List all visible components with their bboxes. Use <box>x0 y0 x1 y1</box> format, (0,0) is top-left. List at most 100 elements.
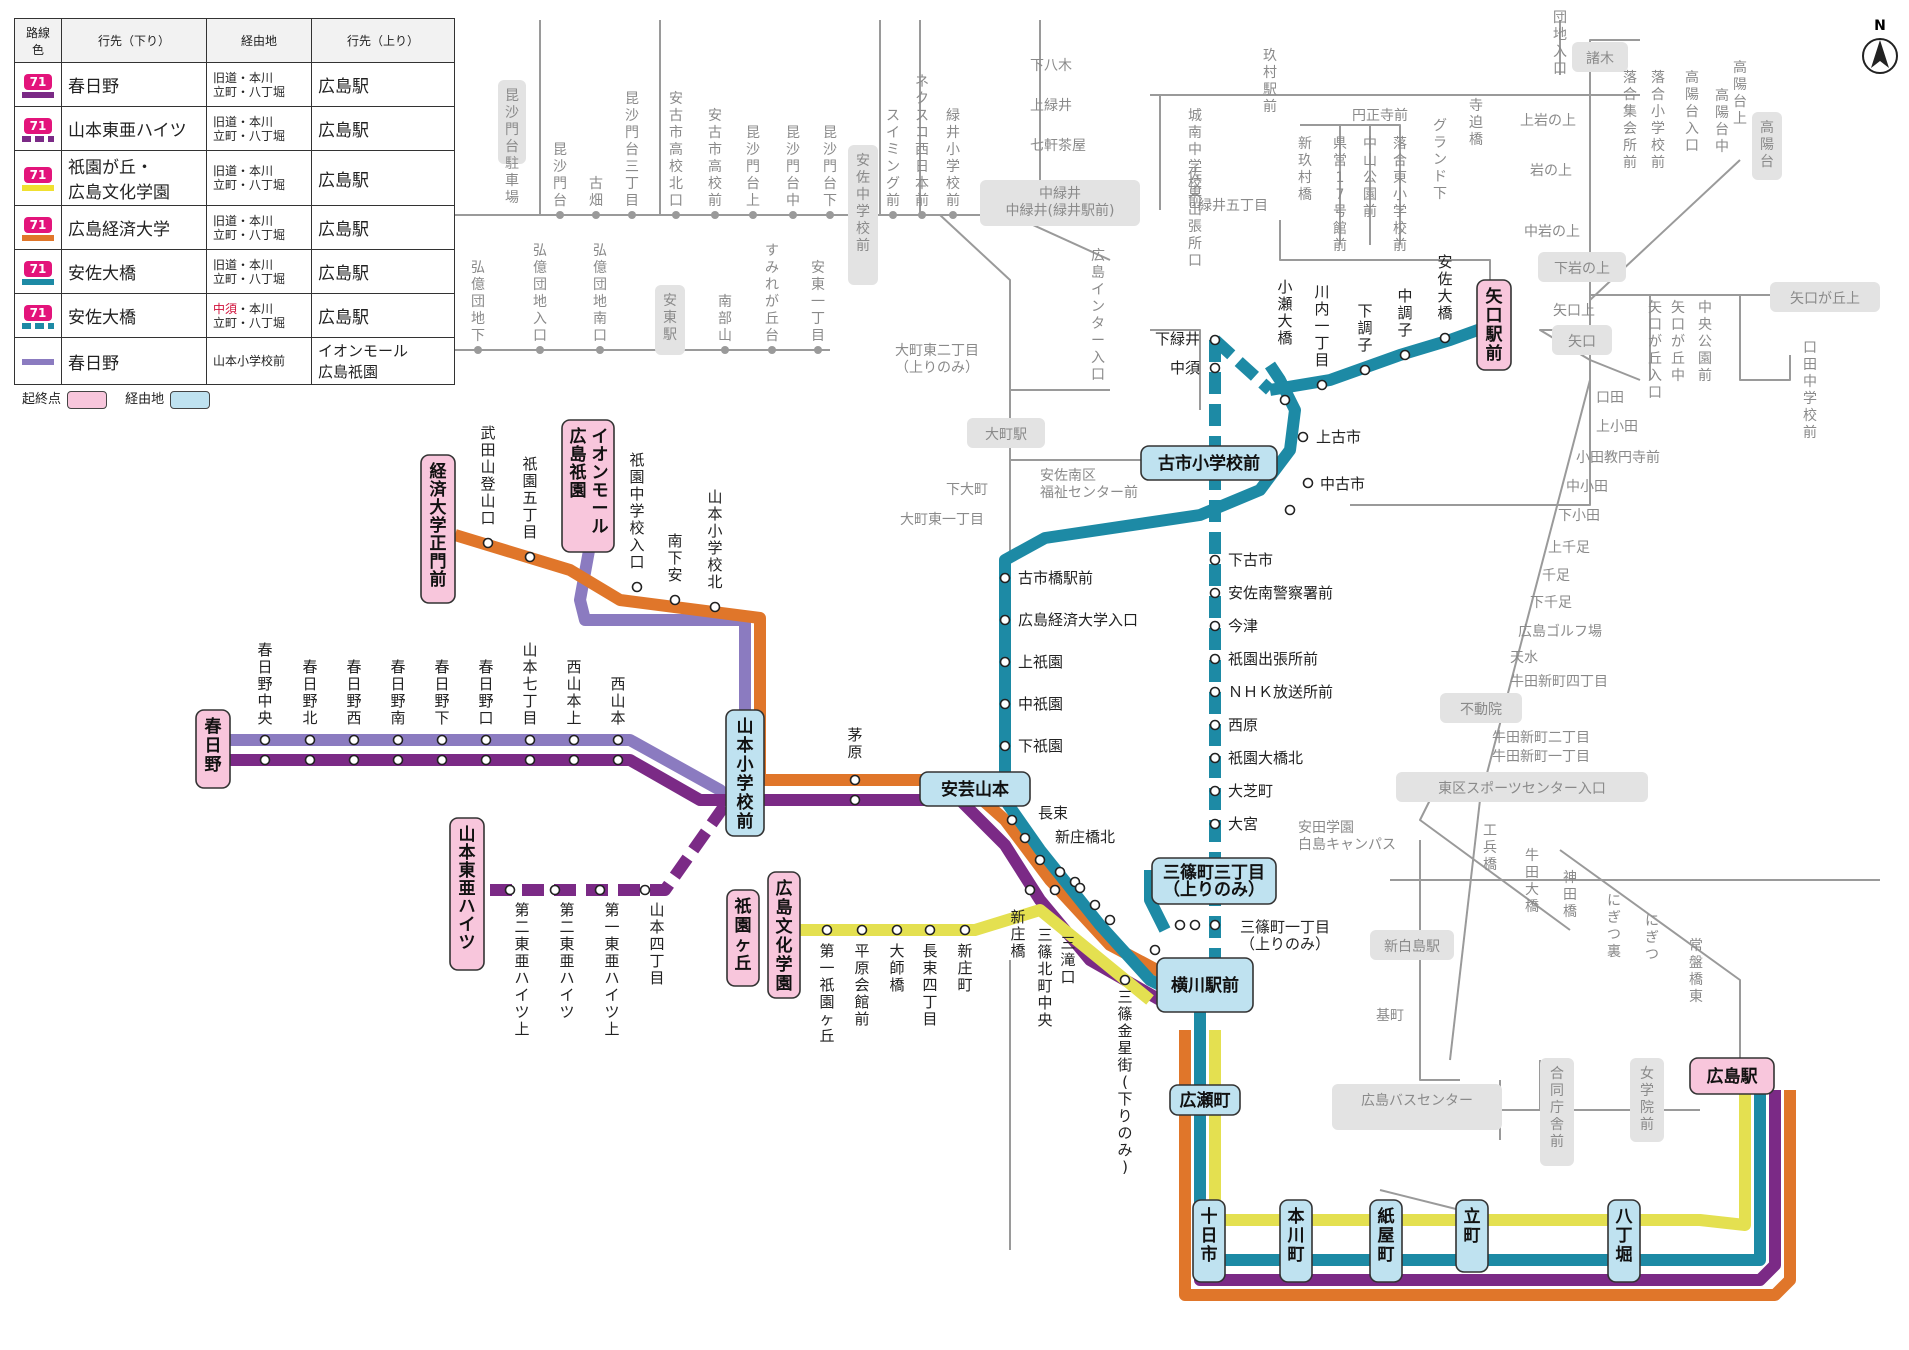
route-line-yellow <box>1209 1030 1751 1231</box>
legend-destination-up: 広島駅 <box>311 205 455 250</box>
stop-marker <box>709 601 721 613</box>
stop-marker <box>482 537 494 549</box>
stop-label: 三篠金星街(下りのみ) <box>1117 988 1132 1176</box>
context-stop-label: 下千足 <box>1530 595 1572 611</box>
context-stop-dot <box>672 211 680 219</box>
stop-label: 春日野下 <box>434 658 449 727</box>
stop-marker <box>1359 364 1371 376</box>
legend-via: 旧道・本川立町・八丁堀 <box>206 106 312 151</box>
stop-label: 西山本 <box>610 675 625 727</box>
context-stop-dot <box>789 211 797 219</box>
context-stop-dot <box>556 211 564 219</box>
context-stop-dot <box>949 211 957 219</box>
context-stop-dot <box>536 346 544 354</box>
hub-station-label: 八丁堀 <box>1616 1207 1634 1265</box>
stop-marker <box>1034 854 1046 866</box>
context-stop-dot <box>592 211 600 219</box>
context-stop-label: 下小田 <box>1558 508 1600 524</box>
legend-destination-up: 広島駅 <box>311 293 455 338</box>
context-station-label: 昆沙門台駐車場 <box>505 88 519 206</box>
context-stop-label: 緑井五丁目 <box>1198 198 1268 214</box>
stop-label: 三篠北町中央 <box>1037 926 1052 1029</box>
legend-via: 旧道・本川立町・八丁堀 <box>206 150 312 206</box>
stop-marker <box>1209 362 1221 374</box>
legend-swatch: 71 <box>14 62 62 107</box>
stop-label: 祇園五丁目 <box>522 455 537 541</box>
hub-station-box <box>1476 279 1512 371</box>
context-station-label: 合同庁舎前 <box>1550 1066 1564 1150</box>
stop-marker <box>1089 899 1101 911</box>
legend-via-line2: 立町・八丁堀 <box>213 315 286 330</box>
stop-marker <box>392 734 404 746</box>
route-line-teal <box>1269 316 1503 396</box>
legend-header-via: 経由地 <box>206 18 312 63</box>
stop-marker <box>568 754 580 766</box>
route-line-yellow <box>770 904 1154 1005</box>
context-station-box <box>1552 325 1612 355</box>
stop-marker <box>1439 332 1451 344</box>
stop-marker <box>348 734 360 746</box>
context-stop-label: 上千足 <box>1548 540 1590 556</box>
stop-label: 祇園中学校入口 <box>629 451 644 571</box>
context-station-box <box>1538 252 1626 282</box>
context-stop-label: 安古市高校北口 <box>669 91 683 209</box>
hub-station-label: 春日野 <box>205 716 222 775</box>
context-stop-label: 高陽台中 <box>1715 87 1729 155</box>
map-key: 起終点 経由地 <box>22 388 224 409</box>
context-station-label: 中緑井中緑井(緑井駅前) <box>1006 186 1115 219</box>
stop-marker <box>594 884 606 896</box>
context-stop-label: 牛田大橋 <box>1525 848 1539 915</box>
context-station-label: 安佐中学校前 <box>856 153 870 254</box>
stop-marker <box>1279 394 1291 406</box>
context-stop-label: 中央公園前 <box>1698 300 1712 384</box>
stop-label: 三篠町一丁目（上りのみ） <box>1240 918 1330 953</box>
context-stop-label: 中小田 <box>1566 479 1608 495</box>
legend-destination-down: 広島経済大学 <box>61 205 207 250</box>
context-stop-label: 新玖村橋 <box>1298 136 1312 203</box>
route-number-badge: 71 <box>23 260 53 277</box>
stop-label: 祇園大橋北 <box>1228 749 1303 767</box>
hub-station-label: イオンモール <box>592 427 609 537</box>
stop-label: 茅原 <box>847 726 862 761</box>
stop-marker <box>999 614 1011 626</box>
context-stop-dot <box>814 346 822 354</box>
stop-marker <box>1209 719 1221 731</box>
stop-label: 春日野北 <box>302 658 317 727</box>
context-station-box <box>967 418 1045 448</box>
stop-label: 山本四丁目 <box>649 901 664 987</box>
stop-marker <box>1189 919 1201 931</box>
context-stop-label: 小田教円寺前 <box>1576 449 1660 466</box>
hub-station-label: 安芸山本 <box>941 779 1009 800</box>
stop-marker <box>959 924 971 936</box>
legend-line-sample <box>22 185 54 191</box>
stop-label: 新庄町 <box>957 942 972 994</box>
hub-station-label: 広島駅 <box>1707 1066 1759 1087</box>
stop-label: 中古市 <box>1320 475 1365 493</box>
legend-destination-up: 広島駅 <box>311 106 455 151</box>
context-stop-label: 弘億団地下 <box>471 260 485 344</box>
context-stop-label: 弘億団地入口 <box>533 243 547 344</box>
stop-marker <box>891 924 903 936</box>
hub-station-box <box>919 771 1031 807</box>
context-stop-label: 昆沙門台三丁目 <box>625 91 639 209</box>
context-station-label: 矢口が丘上 <box>1790 291 1860 307</box>
stop-marker <box>1119 974 1131 986</box>
context-stop-label: 高陽台上 <box>1733 59 1747 127</box>
key-via-swatch <box>170 390 211 409</box>
legend-swatch: 71 <box>14 293 62 338</box>
stop-marker <box>669 594 681 606</box>
context-stop-label: 弘億団地南口 <box>593 243 607 344</box>
context-stop-label: 落合東小学校前 <box>1393 136 1407 254</box>
context-road <box>1419 799 1571 931</box>
stop-marker <box>612 754 624 766</box>
stop-marker <box>524 551 536 563</box>
key-via-label: 経由地 <box>125 392 165 407</box>
hub-station-box <box>1689 1057 1775 1095</box>
context-stop-label: 安佐南区福祉センター前 <box>1040 468 1138 501</box>
context-stop-label: 矢口が丘入口 <box>1648 300 1662 401</box>
hub-station-box <box>195 709 231 789</box>
route-number-badge: 71 <box>23 304 53 321</box>
